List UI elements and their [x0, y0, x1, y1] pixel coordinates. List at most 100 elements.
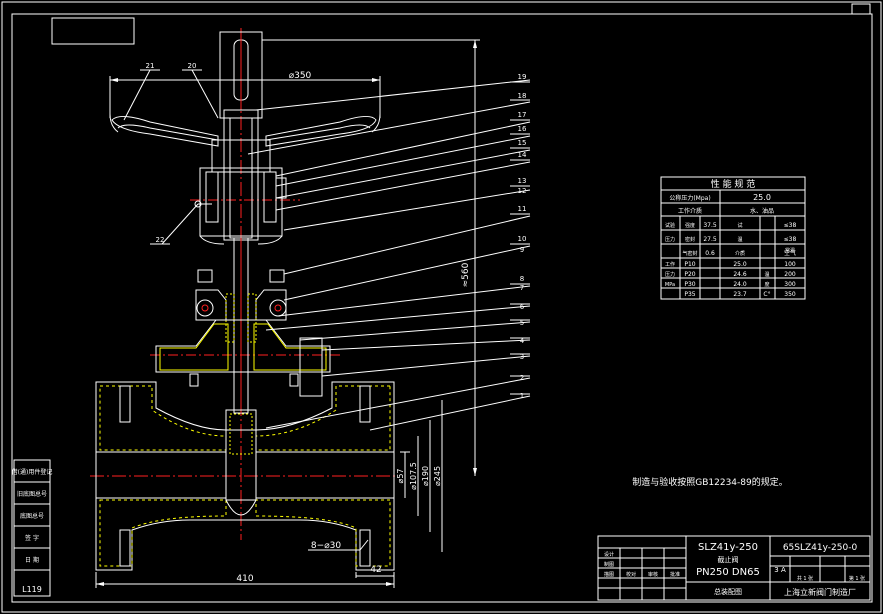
spec-r8-b: P35: [684, 291, 695, 298]
left-label-strip: 借(通)用件登记 旧底图总号 底图总号 签 字 日 期 L119: [12, 459, 52, 597]
length-label: 410: [236, 574, 253, 584]
spec-r3-b: 密封: [685, 236, 695, 243]
part-label-18: 18: [518, 92, 527, 100]
part-label-5: 5: [520, 319, 524, 327]
spec-r6-b: P20: [684, 271, 695, 278]
spec-r7-e: 300: [784, 281, 796, 288]
spec-header-right: 常温: [785, 247, 795, 254]
flange-thk-label: 42: [370, 565, 381, 575]
title-block: 设计 制图 描图 校对 审核 批准 SLZ41y-250 截止阀 PN250 D…: [597, 535, 871, 601]
model-number: SLZ41y-250: [698, 542, 758, 553]
part-label-6: 6: [520, 303, 525, 311]
part-label-20: 20: [188, 62, 197, 70]
spec-r4-d: 介质: [735, 250, 745, 257]
part-labels: 19 18 17 16 15 14 13 12 11 10 9 8 7 6 5 …: [146, 62, 527, 400]
part-label-17: 17: [518, 111, 527, 119]
spec-r5-c: 25.0: [733, 261, 747, 268]
spec-r7-a: MPa: [665, 282, 675, 288]
spec-r6-a: 压力: [665, 271, 675, 278]
scale-left: 3 A: [774, 566, 786, 574]
left-label-3: 签 字: [25, 534, 39, 542]
spec-r5-e: 100: [784, 261, 796, 268]
spec-r4-c: 0.6: [705, 250, 715, 257]
spec-r6-d: 温: [764, 271, 769, 278]
sheet-current: 第 1 张: [849, 575, 865, 582]
spec-row1-value: 水、油品: [750, 207, 774, 215]
part-label-14: 14: [518, 151, 527, 159]
corner-code: L119: [22, 585, 42, 594]
overall-height-label: ≈560: [461, 262, 471, 287]
flange-dia-label: ⌀245: [433, 466, 442, 486]
spec-r3-c: 27.5: [703, 236, 717, 243]
bolt-holes-label: 8−⌀30: [311, 541, 341, 551]
part-label-19: 19: [518, 73, 527, 81]
handwheel: [109, 113, 381, 147]
left-label-1: 旧底图总号: [17, 490, 47, 498]
spec-r8-e: 350: [784, 291, 796, 298]
sig-row-4: 审核: [648, 571, 658, 578]
stem-top: [219, 31, 263, 119]
sig-row-2: 描图: [604, 571, 614, 578]
spec-row1-label: 工作介质: [678, 207, 702, 215]
part-label-9: 9: [520, 246, 524, 254]
spec-r2-c: 37.5: [703, 222, 717, 229]
spec-r4-e: 空气: [784, 249, 796, 257]
part-label-12: 12: [518, 187, 527, 195]
length-dimension: 410 42 8−⌀30: [95, 539, 395, 588]
part-label-11: 11: [518, 205, 527, 213]
sig-row-0: 设计: [604, 551, 614, 558]
bonnet: [155, 319, 331, 397]
part-label-1: 1: [520, 392, 524, 400]
handwheel-dimension: ⌀350: [109, 71, 381, 118]
spec-r3-e: ≤38: [784, 236, 797, 243]
spec-r7-c: 24.0: [733, 281, 747, 288]
part-label-22: 22: [156, 236, 165, 244]
part-label-13: 13: [518, 177, 527, 185]
dim-107-label: ⌀107.5: [409, 462, 418, 490]
spec-r3-d: 温: [737, 236, 742, 243]
sig-row-5: 批准: [670, 571, 680, 578]
spec-r8-d: C°: [763, 291, 770, 298]
spec-row0-label: 公称压力(Mpa): [669, 194, 710, 202]
sig-row-1: 制图: [604, 561, 614, 568]
part-label-15: 15: [518, 139, 527, 147]
drawing-type: 总装配图: [714, 587, 742, 596]
spec-title: 性 能 规 范: [711, 178, 756, 190]
dim-190-label: ⌀190: [421, 466, 430, 486]
spec-r8-c: 23.7: [733, 291, 747, 298]
leader-lines: [123, 69, 531, 431]
company-name: 上海立新阀门制造厂: [784, 587, 856, 597]
manufacturing-note: 制造与验收按照GB12234-89的规定。: [632, 476, 787, 488]
part-label-4: 4: [520, 337, 525, 345]
part-label-16: 16: [518, 125, 527, 133]
sheet-total: 共 1 张: [797, 575, 813, 582]
spec-r2-a: 试验: [665, 222, 675, 229]
left-label-2: 底图总号: [20, 512, 44, 520]
spec-r6-e: 200: [784, 271, 796, 278]
inner-frame: [11, 13, 873, 603]
valve-spec: PN250 DN65: [696, 567, 760, 578]
sig-row-3: 校对: [626, 571, 636, 578]
spec-r5-a: 工作: [665, 261, 675, 268]
corner-box: [51, 17, 135, 45]
spec-r7-d: 度: [764, 281, 769, 288]
part-label-21: 21: [146, 62, 155, 70]
spec-r2-d: 试: [737, 222, 742, 229]
part-label-8: 8: [520, 275, 524, 283]
spec-r6-c: 24.6: [733, 271, 747, 278]
spec-r5-b: P10: [684, 261, 695, 268]
handwheel-dia-label: ⌀350: [289, 71, 312, 81]
part-label-10: 10: [518, 235, 527, 243]
part-label-3: 3: [520, 353, 524, 361]
spec-table: 性 能 规 范 公称压力(Mpa) 25.0 工作介质 水、油品 试验 强度 3…: [660, 176, 806, 300]
valve-assembly: ⌀350: [90, 28, 531, 588]
spec-r2-e: ≤38: [784, 222, 797, 229]
left-label-4: 日 期: [25, 556, 39, 564]
spec-r3-a: 压力: [665, 236, 675, 243]
flange-dimensions: ⌀57 ⌀107.5 ⌀190 ⌀245: [396, 400, 443, 552]
stem: [233, 237, 249, 414]
spec-r2-b: 强度: [685, 222, 695, 229]
drawing-number: 65SLZ41y-250-0: [783, 543, 858, 553]
